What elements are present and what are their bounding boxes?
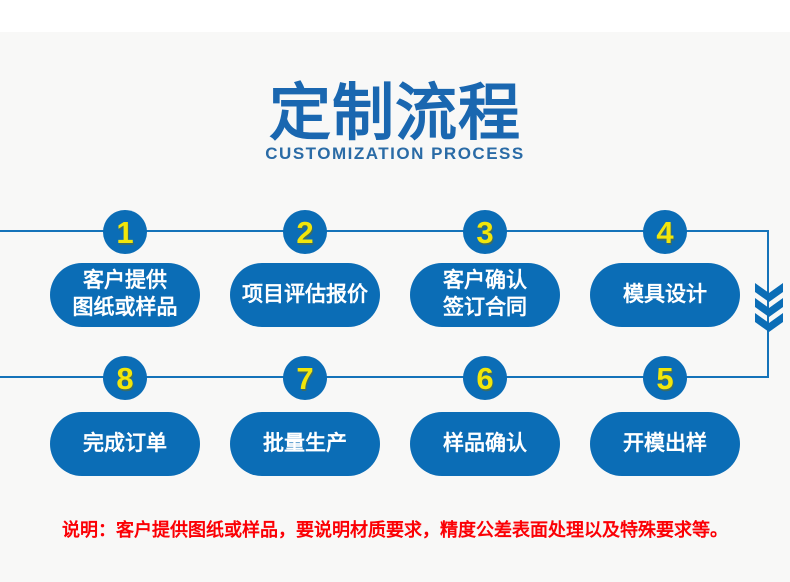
step-4-number-badge: 4 xyxy=(643,210,687,254)
step-5: 5 开模出样 xyxy=(590,356,740,476)
step-7-label: 批量生产 xyxy=(263,431,347,455)
step-2-number-badge: 2 xyxy=(283,210,327,254)
chevron-down-triple-icon xyxy=(755,283,783,332)
step-5-number: 5 xyxy=(656,360,674,396)
step-4-label: 模具设计 xyxy=(623,282,707,306)
step-1-pill: 客户提供 图纸或样品 xyxy=(50,263,200,327)
step-6: 6 样品确认 xyxy=(410,356,560,476)
step-6-pill: 样品确认 xyxy=(410,412,560,476)
step-2-number: 2 xyxy=(296,214,314,250)
flow-line-top xyxy=(0,230,769,232)
step-4: 4 模具设计 xyxy=(590,210,740,330)
step-5-number-badge: 5 xyxy=(643,356,687,400)
step-8: 8 完成订单 xyxy=(50,356,200,476)
step-8-number-badge: 8 xyxy=(103,356,147,400)
step-6-label: 样品确认 xyxy=(443,431,527,455)
step-1-number: 1 xyxy=(116,214,134,250)
step-7-pill: 批量生产 xyxy=(230,412,380,476)
step-2: 2 项目评估报价 xyxy=(230,210,380,330)
step-3-number-badge: 3 xyxy=(463,210,507,254)
flow-line-bottom xyxy=(0,376,769,378)
step-2-pill: 项目评估报价 xyxy=(230,263,380,327)
step-7-number-badge: 7 xyxy=(283,356,327,400)
step-1: 1 客户提供 图纸或样品 xyxy=(50,210,200,330)
step-8-number: 8 xyxy=(116,360,134,396)
step-2-label: 项目评估报价 xyxy=(242,282,368,306)
step-7: 7 批量生产 xyxy=(230,356,380,476)
step-6-number-badge: 6 xyxy=(463,356,507,400)
step-3-number: 3 xyxy=(476,214,494,250)
step-8-pill: 完成订单 xyxy=(50,412,200,476)
flow-line-right-vertical xyxy=(767,230,769,378)
step-7-number: 7 xyxy=(296,360,314,396)
step-5-label: 开模出样 xyxy=(623,431,707,455)
step-8-label: 完成订单 xyxy=(83,431,167,455)
step-1-label: 客户提供 图纸或样品 xyxy=(72,269,178,319)
step-5-pill: 开模出样 xyxy=(590,412,740,476)
step-6-number: 6 xyxy=(476,360,494,396)
step-3-label: 客户确认 签订合同 xyxy=(443,269,527,319)
page-subtitle: CUSTOMIZATION PROCESS xyxy=(265,144,525,163)
step-1-number-badge: 1 xyxy=(103,210,147,254)
step-4-number: 4 xyxy=(656,214,674,250)
instructions-note: 说明：客户提供图纸或样品，要说明材质要求，精度公差表面处理以及特殊要求等。 xyxy=(62,520,728,540)
step-4-pill: 模具设计 xyxy=(590,263,740,327)
page-title: 定制流程 xyxy=(268,79,521,148)
step-3: 3 客户确认 签订合同 xyxy=(410,210,560,330)
step-3-pill: 客户确认 签订合同 xyxy=(410,263,560,327)
